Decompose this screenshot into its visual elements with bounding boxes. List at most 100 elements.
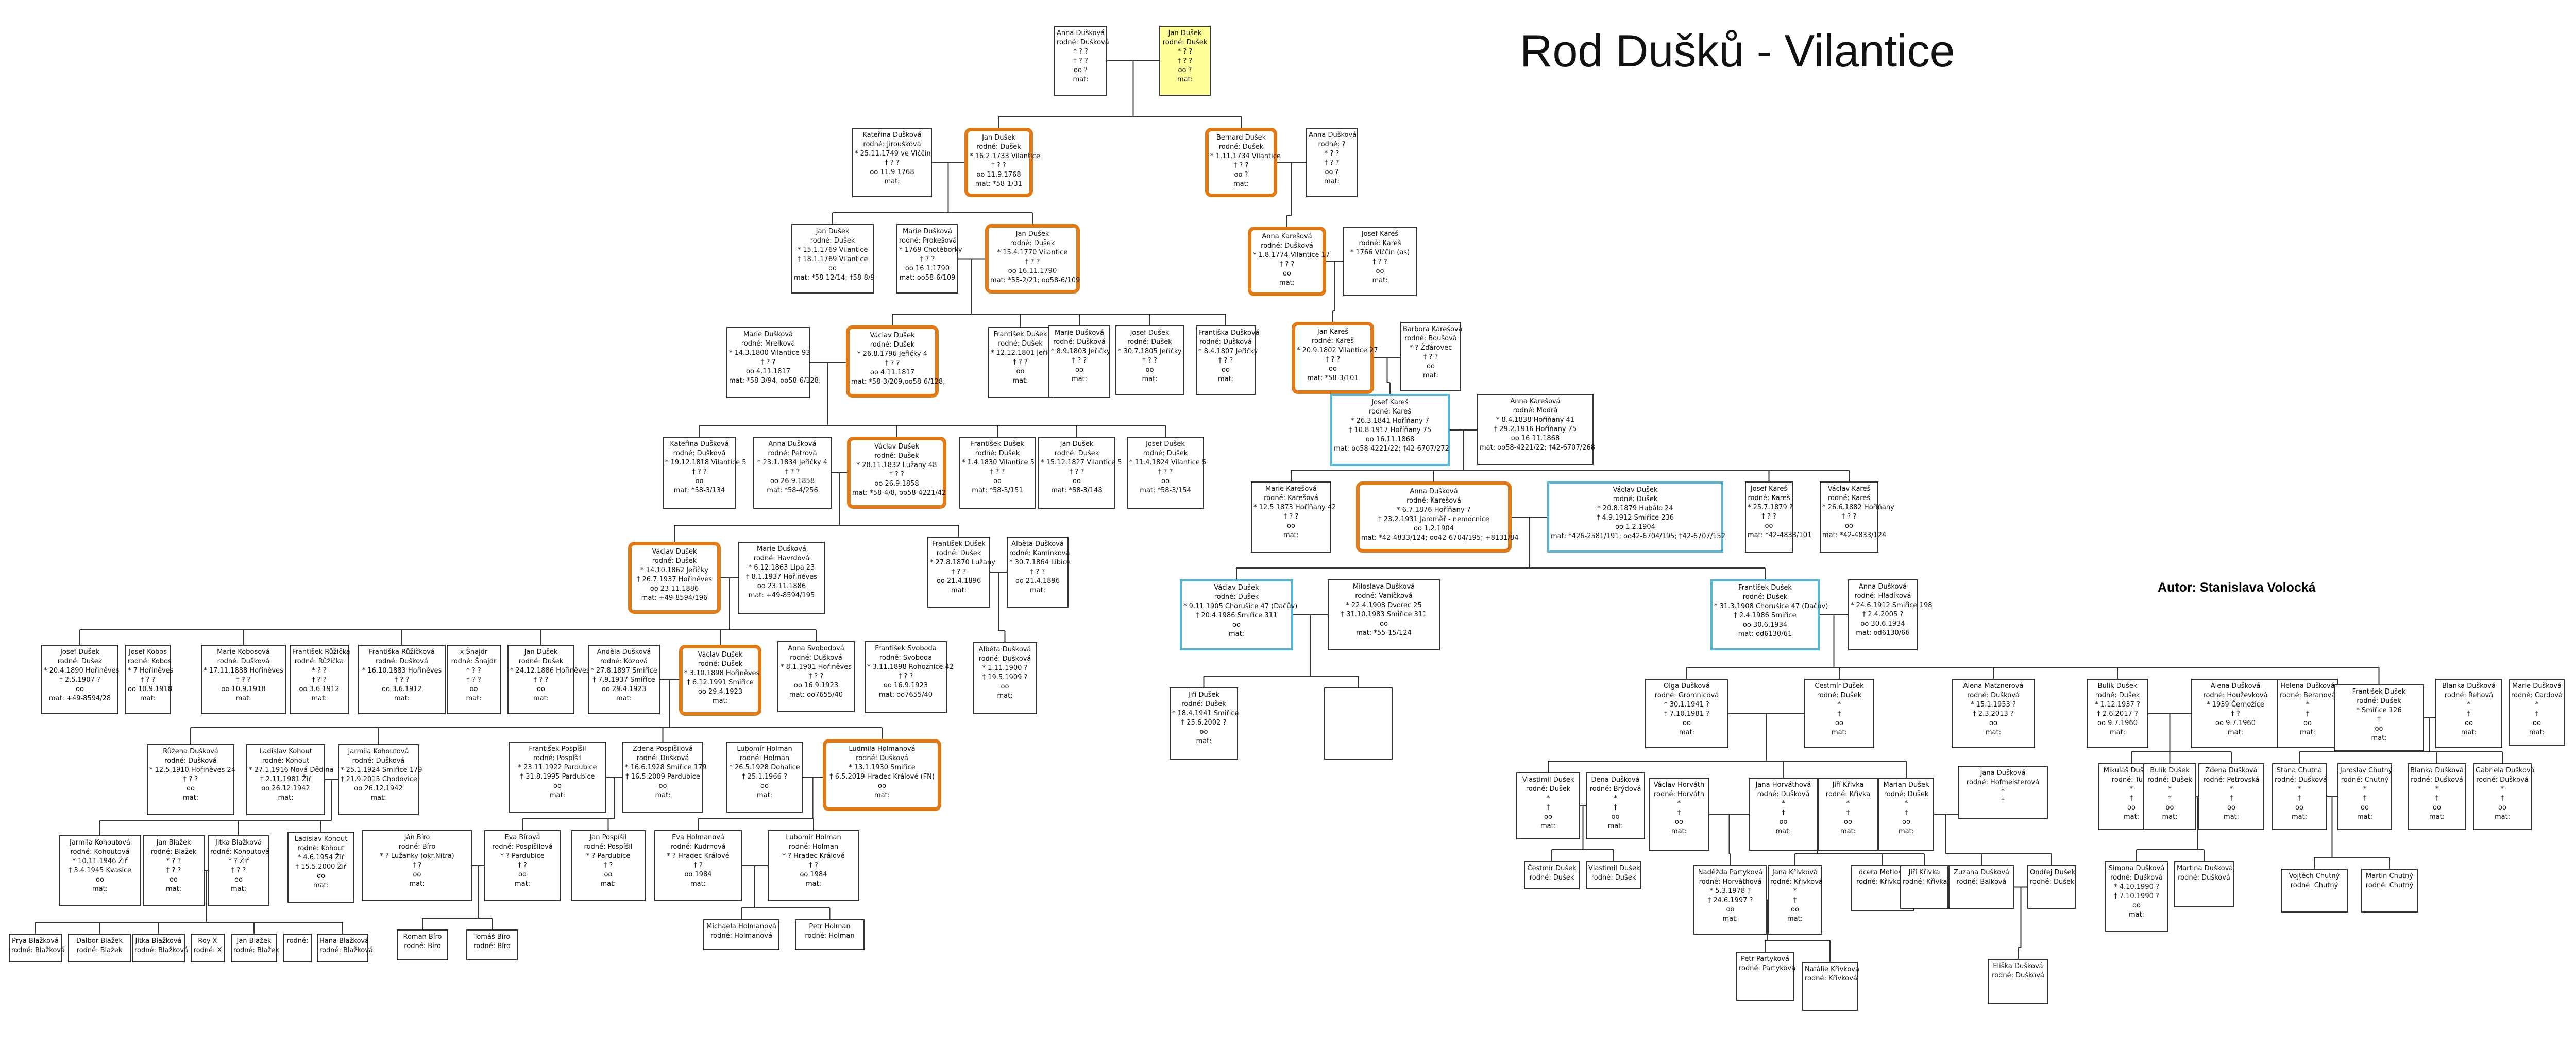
person-card-line: oo bbox=[658, 782, 667, 790]
person-card-line: Marie Dušková bbox=[743, 331, 793, 338]
person-card-line: rodné: Dušek bbox=[1526, 785, 1571, 793]
person-card-line: * ? Žďárovec bbox=[1409, 343, 1452, 352]
person-card-line: * 23.1.1834 Jeřičky 4 bbox=[757, 458, 828, 467]
person-card-line: oo bbox=[2375, 725, 2383, 733]
person-card-line: oo 21.4.1896 bbox=[1015, 577, 1060, 585]
person-card-line: * bbox=[2129, 785, 2133, 793]
person-card-line: mat: +49-8594/196 bbox=[641, 594, 708, 602]
person-card-line: mat: *58-3/134 bbox=[673, 486, 725, 494]
person-card-line: oo bbox=[1001, 682, 1009, 691]
person-card-line: mat: bbox=[1029, 586, 1046, 594]
person-card-line: * bbox=[2306, 700, 2310, 709]
person-card-line: František Dušek bbox=[2352, 688, 2406, 696]
person-card-line: oo bbox=[1765, 522, 1773, 530]
person-card-line: oo bbox=[2361, 803, 2369, 812]
person-card-line: rodné: Kohoutová bbox=[70, 848, 130, 856]
person-card-line: Marie Karešová bbox=[1265, 485, 1317, 493]
person-card-line: * ? Lužanky (okr.Nitra) bbox=[380, 852, 454, 860]
person-card-line: oo bbox=[1016, 367, 1025, 375]
person-card-line: oo 10.9.1918 bbox=[128, 685, 173, 693]
person-card-line: oo bbox=[2303, 719, 2312, 727]
person-card-line: * 1.12.1937 ? bbox=[2095, 700, 2140, 709]
person-card-line: Jan Pospíšil bbox=[589, 834, 627, 841]
person-card-line: oo bbox=[695, 477, 704, 485]
person-card-line: oo 30.6.1934 bbox=[1742, 621, 1788, 629]
person-card-line: Jana Křivková bbox=[1772, 869, 1818, 876]
person-card-line: oo 26.12.1942 bbox=[354, 784, 403, 793]
person-card-line: * 8.9.1803 Jeřičky bbox=[1051, 347, 1111, 355]
person-card-line: rodné: Dušek bbox=[1214, 593, 1259, 601]
person-card-line: oo bbox=[1376, 267, 1384, 275]
person-card-line: † 23.2.1931 Jaroměř - nemocnice bbox=[1378, 515, 1489, 523]
person-card-line: rodné: Kohout bbox=[297, 844, 345, 852]
person-card-line: mat: bbox=[370, 794, 386, 802]
person-card-line: Alběta Dušková bbox=[978, 646, 1031, 653]
person-card-line: Josef Dušek bbox=[1130, 329, 1170, 337]
person-card-line: oo 26.9.1858 bbox=[874, 479, 919, 488]
person-card-line: oo bbox=[1073, 477, 1081, 485]
person-card-line: oo 23.11.1886 bbox=[757, 582, 806, 590]
person-card-line: Josef Kobos bbox=[128, 648, 167, 656]
person-card-line: oo 26.12.1942 bbox=[261, 784, 310, 793]
person-card-line: † ? ? bbox=[466, 676, 481, 684]
person-card-line: rodné: Řehová bbox=[2444, 691, 2494, 699]
person-card-line: mat: *42-4833/124 bbox=[1822, 531, 1887, 539]
person-card-line: † 2.3.2013 ? bbox=[1973, 710, 2014, 718]
person-card-line: † bbox=[1846, 808, 1850, 817]
person-card-line: † ? ? bbox=[312, 676, 327, 684]
person-card-line: mat: bbox=[1279, 279, 1295, 287]
person-card-line: * bbox=[2535, 700, 2539, 709]
person-card-line: † bbox=[2168, 794, 2172, 802]
person-card-line: Anna Svobodová bbox=[788, 645, 844, 652]
person-card-line: mat: bbox=[2429, 813, 2445, 821]
person-card-line: † ? ? bbox=[1761, 512, 1776, 521]
person-card-line: Růžena Dušková bbox=[163, 748, 218, 755]
person-card-line: † ? ? bbox=[533, 676, 549, 684]
person-card-line: oo bbox=[1683, 719, 1691, 727]
person-card-line: oo bbox=[96, 875, 104, 884]
person-card-line: † 15.5.2000 Žiŕ bbox=[295, 863, 347, 871]
person-card-line: rodné: Dušková bbox=[856, 754, 908, 762]
person-card-line: † bbox=[1546, 803, 1550, 812]
person-card-line: rodné: Kohoutová bbox=[210, 848, 269, 856]
person-card-line: mat: bbox=[712, 697, 728, 705]
person-card-line: Václav Dušek bbox=[698, 651, 743, 659]
person-card-line: mat: bbox=[884, 177, 900, 185]
person-card-line: mat: oo7655/40 bbox=[878, 691, 933, 699]
person-card-line: oo 30.6.1934 bbox=[1860, 619, 1905, 628]
person-card-line: rodné: Pospíšil bbox=[584, 842, 633, 851]
person-card-line: rodné: ? bbox=[1318, 140, 1346, 148]
person-card-line: rodné: Dušek bbox=[1181, 700, 1226, 708]
person-card-line: rodné: Kamínková bbox=[1009, 549, 1070, 557]
person-card-blankA: rodné: bbox=[283, 934, 312, 962]
person-card-line: mat: bbox=[313, 881, 329, 889]
person-card-line: * 23.11.1922 Pardubice bbox=[518, 763, 597, 771]
person-card-line: mat: bbox=[140, 694, 156, 702]
page-title: Rod Dušků - Vilantice bbox=[1520, 25, 1955, 76]
person-card-line: oo bbox=[1075, 366, 1083, 374]
person-card-line: mat: od6130/66 bbox=[1856, 629, 1910, 637]
person-card-line: * bbox=[1904, 799, 1908, 807]
person-card-line: Františka Dušková bbox=[1198, 329, 1260, 337]
person-card-line: rodné: Křivková bbox=[1856, 877, 1909, 886]
person-card-line: * bbox=[2500, 785, 2504, 793]
person-card-line: oo 29.4.1923 bbox=[698, 687, 743, 696]
person-card-blank1 bbox=[1324, 687, 1393, 760]
person-card-line: Marian Dušek bbox=[1883, 781, 1929, 789]
person-card-line: Naděžda Partyková bbox=[1698, 869, 1763, 876]
person-card-line: Josef Kareš bbox=[1361, 230, 1399, 238]
person-card-line: Alena Matznerová bbox=[1963, 682, 2024, 690]
